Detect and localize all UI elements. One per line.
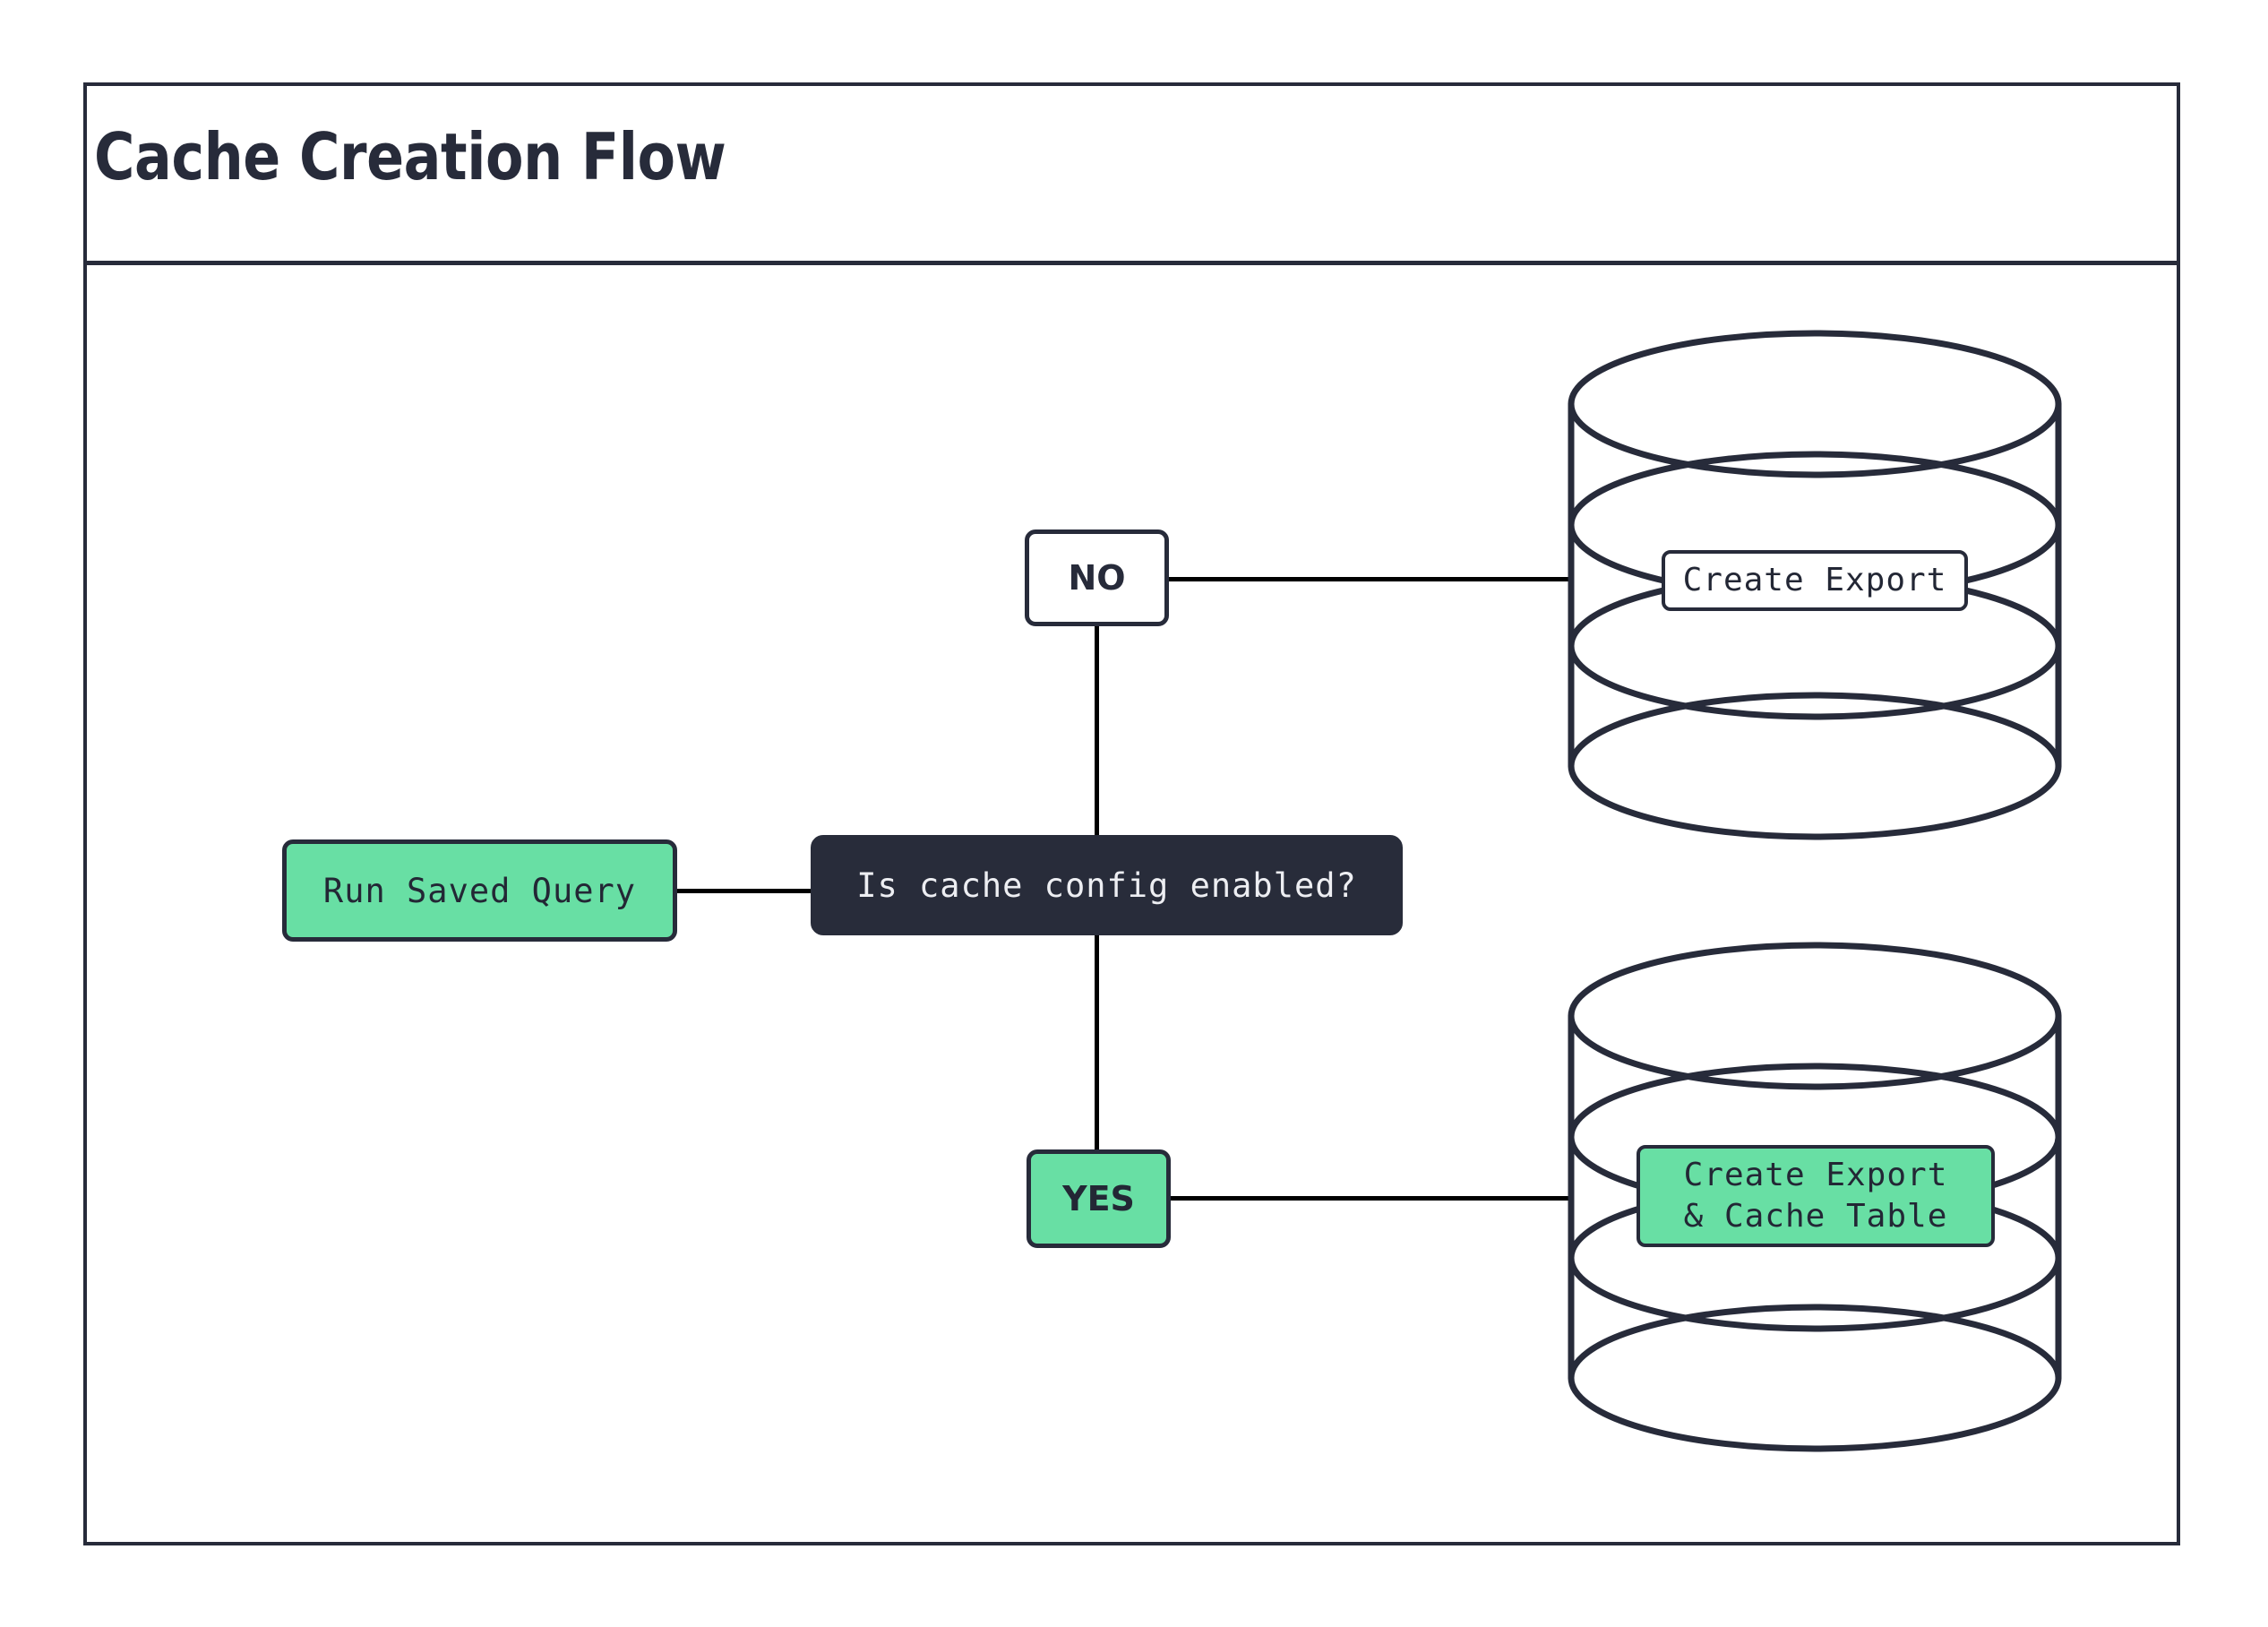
- edge-label-yes[interactable]: YES: [1027, 1149, 1171, 1248]
- database-bottom-label-line1: Create Export: [1683, 1156, 1948, 1193]
- diagram-header: [83, 82, 2180, 265]
- edge-run-saved-query-to-decision: [674, 889, 815, 893]
- database-cylinder-top-shape: [1568, 330, 2062, 840]
- edge-label-no-text: NO: [1068, 558, 1126, 598]
- database-bottom-label: Create Export & Cache Table: [1637, 1145, 1995, 1247]
- database-top-label-text: Create Export: [1682, 561, 1947, 598]
- database-cylinder-top: [1568, 330, 2062, 840]
- edge-no-to-database-top: [1166, 577, 1571, 581]
- page-title: Cache Creation Flow: [94, 119, 726, 194]
- database-top-label: Create Export: [1662, 550, 1968, 611]
- edge-yes-to-database-bottom: [1168, 1196, 1571, 1201]
- node-run-saved-query-label: Run Saved Query: [322, 871, 637, 910]
- edge-label-no[interactable]: NO: [1025, 529, 1169, 626]
- node-decision-cache-config[interactable]: Is cache config enabled?: [811, 835, 1403, 935]
- node-run-saved-query[interactable]: Run Saved Query: [282, 839, 677, 942]
- edge-label-yes-text: YES: [1062, 1179, 1135, 1218]
- diagram-frame: [83, 82, 2180, 1545]
- node-decision-label: Is cache config enabled?: [856, 865, 1357, 905]
- edge-decision-to-yes: [1095, 932, 1099, 1152]
- edge-decision-to-no: [1095, 624, 1099, 839]
- database-bottom-label-line2: & Cache Table: [1683, 1198, 1948, 1235]
